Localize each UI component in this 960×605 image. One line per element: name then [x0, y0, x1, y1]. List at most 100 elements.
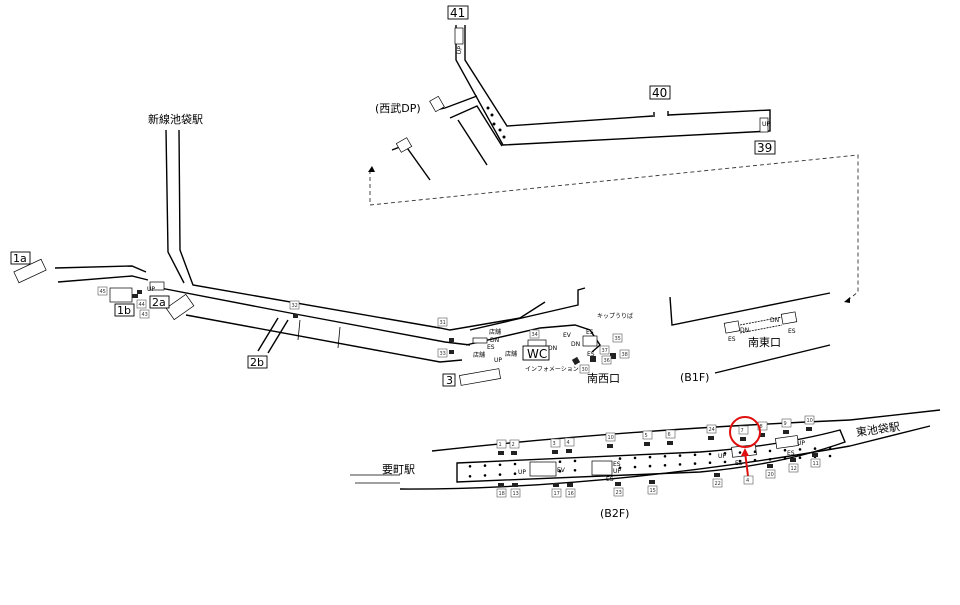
pillar-dot — [768, 458, 772, 461]
exit-number-label: 45 — [100, 289, 106, 295]
b2f-exit-label: 10 — [608, 435, 614, 441]
b2f-exit-label-box — [565, 488, 576, 498]
b1f-west-labels: 新線池袋駅 1a 1b 2a 2b 3 店舗 店舗 店舗 WC インフォメーショ… — [10, 112, 633, 387]
b2f-exit-label-box — [765, 469, 776, 479]
southeast-exit-label: 南東口 — [748, 336, 781, 349]
pillar-dot — [633, 456, 637, 460]
es-marker: ES — [586, 329, 594, 336]
es-marker: ES — [788, 328, 796, 335]
b2f-exit-label-box — [496, 488, 507, 498]
exit-number-label-box — [139, 309, 150, 319]
b2f-floor-label: (B2F) — [600, 507, 629, 520]
b2f-exit-label-box — [496, 439, 507, 449]
b2f-exit-label-box — [564, 437, 575, 447]
b2f-exit-label-box — [712, 478, 723, 488]
exit-number-label: 34 — [532, 332, 538, 338]
b2f-exit-label: 1 — [499, 442, 502, 448]
exit-3-label: 3 — [446, 374, 453, 387]
pillar-dot — [513, 462, 517, 466]
pillar-dot — [498, 463, 502, 467]
b2f-exit-label: 20 — [768, 472, 774, 478]
dn-marker: DN — [770, 317, 779, 324]
pillar-dot — [663, 455, 667, 458]
pillar-dot — [483, 474, 487, 477]
b2f-exit-label-box — [781, 418, 792, 428]
b2f-exit-label-box — [804, 415, 815, 425]
exit-number-label-box — [437, 317, 448, 327]
exit-number-label: 32 — [292, 303, 298, 309]
pillar-dot — [573, 459, 577, 463]
es-marker: ES — [728, 336, 736, 343]
southwest-exit-label: 南西口 — [587, 372, 620, 385]
exit-number-label-box — [289, 300, 300, 310]
stair-marker — [759, 433, 765, 437]
b2f-exit-label: 15 — [650, 488, 656, 494]
stair-marker — [767, 464, 773, 468]
pillar-dot — [753, 450, 757, 454]
up-marker: UP — [718, 453, 726, 460]
exit-number-label-box — [612, 333, 623, 343]
highlight-marker: 4 — [729, 416, 761, 485]
ev-marker: EV — [557, 467, 566, 474]
b1f-floor-label: (B1F) — [680, 371, 709, 384]
exit-number-label: 33 — [440, 351, 446, 357]
b2f-exit-label-box — [788, 463, 799, 473]
b2f-exit-label-box — [642, 430, 653, 440]
exit-number-label-box — [437, 348, 448, 358]
b2f-exit-label: 17 — [554, 491, 560, 497]
wc-label: WC — [527, 347, 547, 361]
b2f-exit-label-box — [510, 488, 521, 498]
exit-2a-label: 2a — [152, 296, 166, 309]
exit-number-label-box — [599, 345, 610, 355]
es-marker: ES — [587, 351, 595, 358]
b2f-platform: UP EV ES UP ES UP ES UP ES — [350, 409, 941, 490]
stair-marker — [553, 483, 559, 487]
exit-1a-label: 1a — [13, 252, 27, 265]
b2f-labels: 要町駅 東池袋駅 (B2F) — [382, 419, 901, 520]
stair-marker — [708, 436, 714, 440]
b2f-exit-label: 3 — [553, 441, 556, 447]
pillar-dot — [558, 469, 562, 473]
stair-marker — [567, 483, 573, 487]
pillar-dot — [813, 447, 817, 450]
b2f-exit-label: 18 — [499, 491, 505, 497]
stair-marker — [644, 442, 650, 446]
es-marker: ES — [487, 344, 495, 351]
pillar-dot — [648, 464, 652, 468]
stair-marker — [806, 427, 812, 431]
b2f-exit-label-box — [551, 488, 562, 498]
pillar-dot — [828, 454, 832, 458]
connection-dashed-line — [368, 154, 859, 303]
b2f-exit-label: 9 — [784, 421, 787, 427]
shop-label: 店舗 — [489, 328, 501, 336]
stair-marker — [498, 451, 504, 455]
pillar-dot — [573, 469, 577, 472]
b2f-exit-label-box — [613, 487, 624, 497]
pillar-dot — [678, 463, 682, 466]
up-marker: UP — [147, 286, 155, 293]
stair-marker — [790, 458, 796, 462]
shop-label: 店舗 — [505, 350, 517, 358]
north-exit-labels: 41 40 39 (西武DP) — [375, 5, 776, 155]
pillar-dot — [738, 451, 742, 454]
pillar-dot — [738, 459, 742, 463]
stair-marker — [511, 451, 517, 455]
b2f-exit-label: 7 — [741, 428, 744, 434]
b2f-exit-label-box — [509, 439, 520, 449]
pillar-dot — [753, 458, 757, 462]
stair-marker — [812, 453, 818, 457]
pillar-dot — [828, 446, 832, 450]
pillar-dot — [693, 453, 697, 457]
stair-marker — [667, 441, 673, 445]
stair-marker — [566, 449, 572, 453]
shop-label: 店舗 — [473, 351, 485, 359]
exit-number-label: 37 — [602, 348, 608, 354]
b2f-exit-label-box — [810, 458, 821, 468]
b2f-exit-label: 24 — [709, 427, 715, 433]
north-passage: UP UP — [391, 25, 771, 181]
b2f-exit-label-box — [706, 424, 717, 434]
pillar-dot — [798, 448, 802, 451]
exit-number-label-box — [136, 299, 147, 309]
